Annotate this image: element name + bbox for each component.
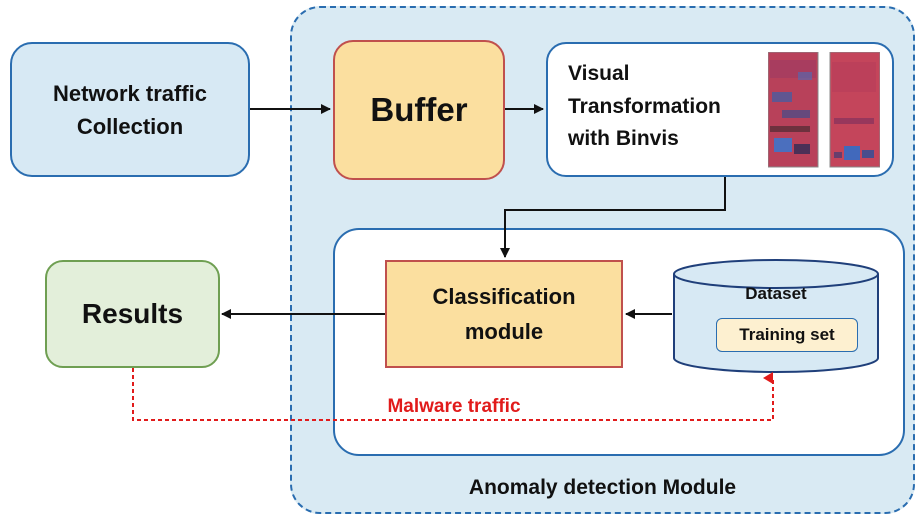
training-set-label: Training set: [716, 318, 858, 352]
visual-line1: Visual: [568, 62, 630, 85]
classification-line2: module: [464, 319, 544, 344]
network-traffic-node: Network traffic Collection: [10, 42, 250, 177]
results-label: Results: [81, 298, 184, 329]
malware-traffic-label: Malware traffic: [387, 396, 521, 417]
binvis-image-thumbnail: [768, 52, 880, 168]
network-traffic-line1: Network traffic: [52, 80, 208, 106]
module-label: Anomaly detection Module: [468, 476, 737, 499]
classification-line1: Classification: [432, 283, 576, 309]
classification-module-node: Classification module: [385, 260, 623, 368]
binvis-thumb-left: [768, 52, 819, 168]
buffer-label: Buffer: [370, 91, 468, 128]
visual-line2: Transformation: [568, 94, 721, 118]
binvis-thumb-right: [829, 52, 880, 168]
results-node: Results: [45, 260, 220, 368]
dataset-title: Dataset: [745, 284, 807, 303]
visual-transformation-text: Visual Transformation with Binvis: [568, 58, 768, 156]
network-traffic-line2: Collection: [76, 113, 184, 139]
buffer-node: Buffer: [333, 40, 505, 180]
arrow-visual-to-classification: [500, 177, 726, 258]
visual-line3: with Binvis: [568, 127, 679, 151]
arrow-malware-feedback: [132, 368, 774, 421]
